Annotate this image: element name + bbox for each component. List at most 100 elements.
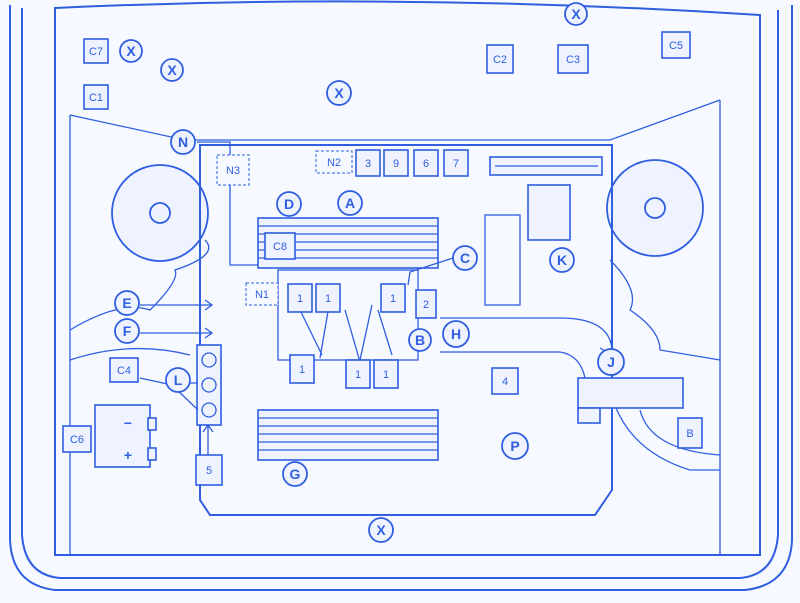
svg-text:1: 1	[297, 293, 303, 305]
svg-text:B: B	[686, 428, 693, 440]
svg-text:E: E	[122, 295, 131, 311]
wire-right-3	[639, 409, 721, 456]
battery-minus-sign: −	[124, 415, 132, 431]
svg-text:N1: N1	[255, 289, 269, 301]
svg-text:H: H	[451, 326, 461, 342]
terminal-screw-3	[201, 402, 217, 418]
svg-text:N2: N2	[327, 157, 341, 169]
relay-1-c: 1	[380, 283, 406, 313]
box-3: 3	[355, 149, 381, 177]
svg-text:2: 2	[423, 299, 429, 311]
svg-text:P: P	[510, 438, 519, 454]
svg-text:C7: C7	[89, 46, 103, 58]
svg-text:B: B	[415, 332, 425, 348]
svg-text:X: X	[334, 85, 344, 101]
svg-text:N: N	[178, 134, 188, 150]
svg-text:3: 3	[365, 158, 371, 170]
label-f: F	[114, 318, 140, 344]
relay-zigzag	[299, 299, 393, 363]
svg-text:1: 1	[383, 369, 389, 381]
label-x-left: X	[160, 58, 184, 82]
box-4: 4	[491, 367, 519, 395]
relay-1-b: 1	[315, 283, 341, 313]
box-6: 6	[413, 149, 439, 177]
label-a: A	[337, 190, 363, 216]
harness-lower	[440, 351, 586, 379]
svg-text:1: 1	[299, 364, 305, 376]
svg-text:X: X	[571, 6, 581, 22]
svg-text:1: 1	[390, 293, 396, 305]
box-c5: C5	[661, 31, 691, 59]
arrow-f	[140, 327, 214, 339]
svg-text:X: X	[167, 62, 177, 78]
box-n1: N1	[245, 282, 279, 306]
label-c: C	[452, 245, 478, 271]
svg-text:7: 7	[453, 158, 459, 170]
arrow-5	[202, 423, 214, 455]
svg-text:5: 5	[206, 465, 212, 477]
block-tall	[484, 214, 521, 306]
box-7: 7	[443, 149, 469, 177]
svg-text:K: K	[557, 252, 567, 268]
box-b: B	[677, 417, 703, 449]
j-connector	[577, 377, 684, 409]
upper-heatsink-fins	[258, 225, 438, 259]
leader-c	[407, 257, 454, 286]
svg-text:L: L	[174, 372, 183, 388]
relay-1-a: 1	[287, 283, 313, 313]
label-x-c7: X	[119, 39, 143, 63]
lower-heatsink-fins	[258, 417, 438, 451]
svg-text:C6: C6	[70, 434, 84, 446]
label-p: P	[501, 432, 529, 460]
svg-text:F: F	[123, 323, 132, 339]
leader-n-module	[197, 141, 258, 266]
wire-left-2	[69, 347, 191, 361]
svg-text:C4: C4	[117, 365, 131, 377]
box-c1: C1	[83, 84, 109, 110]
label-n: N	[170, 129, 196, 155]
box-c6: C6	[62, 425, 92, 453]
arrow-e	[140, 299, 214, 311]
left-relay-hub	[149, 202, 171, 224]
box-c3: C3	[557, 44, 589, 74]
svg-text:9: 9	[393, 158, 399, 170]
svg-text:1: 1	[325, 293, 331, 305]
relay-1-e: 1	[345, 359, 371, 389]
svg-text:C1: C1	[89, 92, 103, 104]
j-connector-tab	[577, 407, 601, 424]
terminal-screw-2	[201, 377, 217, 393]
label-g: G	[282, 461, 308, 487]
svg-text:1: 1	[355, 369, 361, 381]
box-5: 5	[195, 454, 223, 486]
label-x-bottom: X	[368, 517, 394, 543]
label-x-top: X	[564, 2, 588, 26]
box-n3: N3	[216, 154, 250, 186]
svg-text:C3: C3	[566, 54, 580, 66]
block-k	[527, 184, 571, 241]
label-d: D	[276, 191, 302, 217]
box-c4: C4	[109, 357, 139, 383]
battery-plus-sign: +	[124, 447, 132, 463]
battery-terminal-bottom	[147, 447, 157, 461]
box-2: 2	[415, 289, 437, 319]
svg-text:X: X	[376, 522, 386, 538]
housing-outline	[9, 5, 793, 591]
terminal-screw-1	[201, 352, 217, 368]
svg-text:4: 4	[502, 376, 508, 388]
box-n2: N2	[315, 150, 353, 174]
svg-text:C: C	[460, 250, 470, 266]
svg-text:C5: C5	[669, 40, 683, 52]
box-c8: C8	[264, 232, 296, 260]
label-x-mid: X	[326, 80, 352, 106]
central-module	[199, 144, 613, 516]
svg-text:G: G	[290, 466, 301, 482]
battery	[94, 404, 151, 468]
panel-outline	[54, 0, 761, 556]
box-c7: C7	[83, 38, 109, 64]
box-c2: C2	[486, 44, 514, 74]
svg-text:X: X	[126, 43, 136, 59]
panel-top-edge	[69, 99, 721, 141]
svg-text:N3: N3	[226, 165, 240, 177]
